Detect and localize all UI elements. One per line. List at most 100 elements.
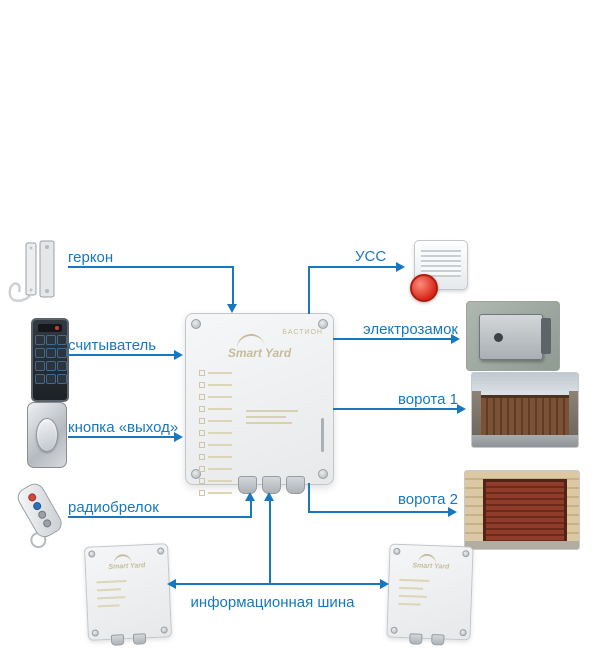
arrowhead-uss — [396, 262, 405, 272]
arrowhead-bus-left — [167, 579, 176, 589]
arrowhead-gate1 — [457, 404, 466, 414]
line-gate1 — [333, 408, 459, 410]
terminal-pin — [199, 490, 205, 496]
gate2-photo — [464, 470, 580, 550]
screw — [318, 469, 328, 479]
line-keyfob-v — [250, 499, 252, 518]
terminal-row — [199, 478, 232, 484]
screw — [157, 547, 165, 555]
keypad-key — [35, 361, 45, 371]
arrowhead-reader — [174, 350, 183, 360]
label-gate2: ворота 2 — [397, 491, 458, 508]
label-keyfob: радиобрелок — [68, 499, 159, 516]
terminal-row — [199, 454, 232, 460]
line-reader — [68, 354, 176, 356]
cable-gland — [409, 633, 423, 645]
siren-louvers — [421, 247, 461, 277]
cable-gland — [110, 634, 125, 646]
line-gerkon-v — [232, 266, 234, 304]
keypad-key — [46, 361, 56, 371]
label-gate1: ворота 1 — [397, 391, 458, 408]
terminal-label-line — [208, 384, 232, 386]
gate1-pillar-left — [472, 391, 481, 437]
terminal-label-line — [208, 480, 232, 482]
terminal-pin — [199, 406, 205, 412]
mini-controller-logo: Smart Yard — [108, 562, 146, 571]
screw — [459, 629, 467, 637]
controller-logo: Smart Yard — [227, 346, 292, 360]
terminal-pin — [199, 454, 205, 460]
screw — [318, 319, 328, 329]
cable-gland — [132, 633, 147, 645]
terminal-pin — [199, 478, 205, 484]
terminal-row — [199, 394, 232, 400]
terminal-label-line — [208, 432, 232, 434]
terminal-label-line — [208, 408, 232, 410]
line-exit-button — [68, 436, 176, 438]
keyfob-illustration — [0, 474, 76, 557]
terminal-row — [199, 370, 232, 376]
screw — [390, 626, 398, 634]
lock-side-module — [541, 318, 551, 354]
gate2-roller-door — [483, 479, 567, 545]
arrowhead-gerkon — [227, 304, 237, 313]
label-exit-button: кнопка «выход» — [68, 419, 179, 436]
arrowhead-lock — [451, 334, 460, 344]
terminal-pin — [199, 370, 205, 376]
line-keyfob-h — [68, 516, 252, 518]
terminal-label-line — [208, 444, 232, 446]
arrowhead-gate2 — [448, 507, 457, 517]
fine-print-line — [97, 596, 126, 600]
terminal-label-line — [208, 468, 232, 470]
gate1-sky — [472, 373, 578, 399]
lock-body — [479, 314, 543, 360]
terminal-label-line — [208, 492, 232, 494]
line-lock — [333, 338, 453, 340]
line-uss-v — [308, 266, 310, 314]
terminal-row — [199, 418, 232, 424]
keypad-key — [57, 374, 67, 384]
fine-print-line — [398, 594, 427, 598]
line-gerkon-h — [68, 266, 234, 268]
controller-brand: БАСТИОН — [282, 329, 323, 336]
arrowhead-keyfob — [245, 492, 255, 501]
fine-print-line — [399, 586, 424, 590]
label-lock: электрозамок — [363, 321, 458, 338]
terminal-row — [199, 442, 232, 448]
keyfob-button — [41, 517, 53, 529]
fine-print-line — [399, 578, 430, 582]
line-gate2-h — [308, 511, 450, 513]
gate2-ground — [465, 541, 579, 549]
terminal-pin — [199, 466, 205, 472]
line-gate2-v — [308, 483, 310, 513]
gate1-ground — [472, 435, 578, 447]
fine-print-line — [246, 422, 292, 424]
slave-controller-left: Smart Yard — [83, 543, 173, 646]
terminal-pin — [199, 382, 205, 388]
keypad-key — [57, 335, 67, 345]
terminal-label-line — [208, 420, 232, 422]
screw — [191, 319, 201, 329]
siren-illustration — [410, 238, 470, 302]
mini-controller-logo: Smart Yard — [412, 562, 450, 571]
fine-print-line — [96, 588, 121, 592]
reader-led-window — [38, 324, 62, 332]
reader-led-dot — [55, 326, 59, 330]
cable-gland — [286, 476, 305, 494]
cable-gland — [431, 634, 445, 646]
screw — [393, 547, 401, 555]
reed-switch-illustration — [6, 240, 64, 304]
keypad-key — [57, 348, 67, 358]
fine-print-line — [96, 580, 127, 584]
fine-print-block — [246, 410, 298, 428]
terminal-legend — [199, 370, 232, 502]
keypad-key — [35, 348, 45, 358]
terminal-row — [199, 466, 232, 472]
screw — [462, 550, 470, 558]
fine-print-line — [97, 604, 120, 608]
terminal-pin — [199, 418, 205, 424]
screw — [191, 469, 201, 479]
arrowhead-bus-up — [264, 492, 274, 501]
lock-cylinder — [494, 333, 503, 342]
